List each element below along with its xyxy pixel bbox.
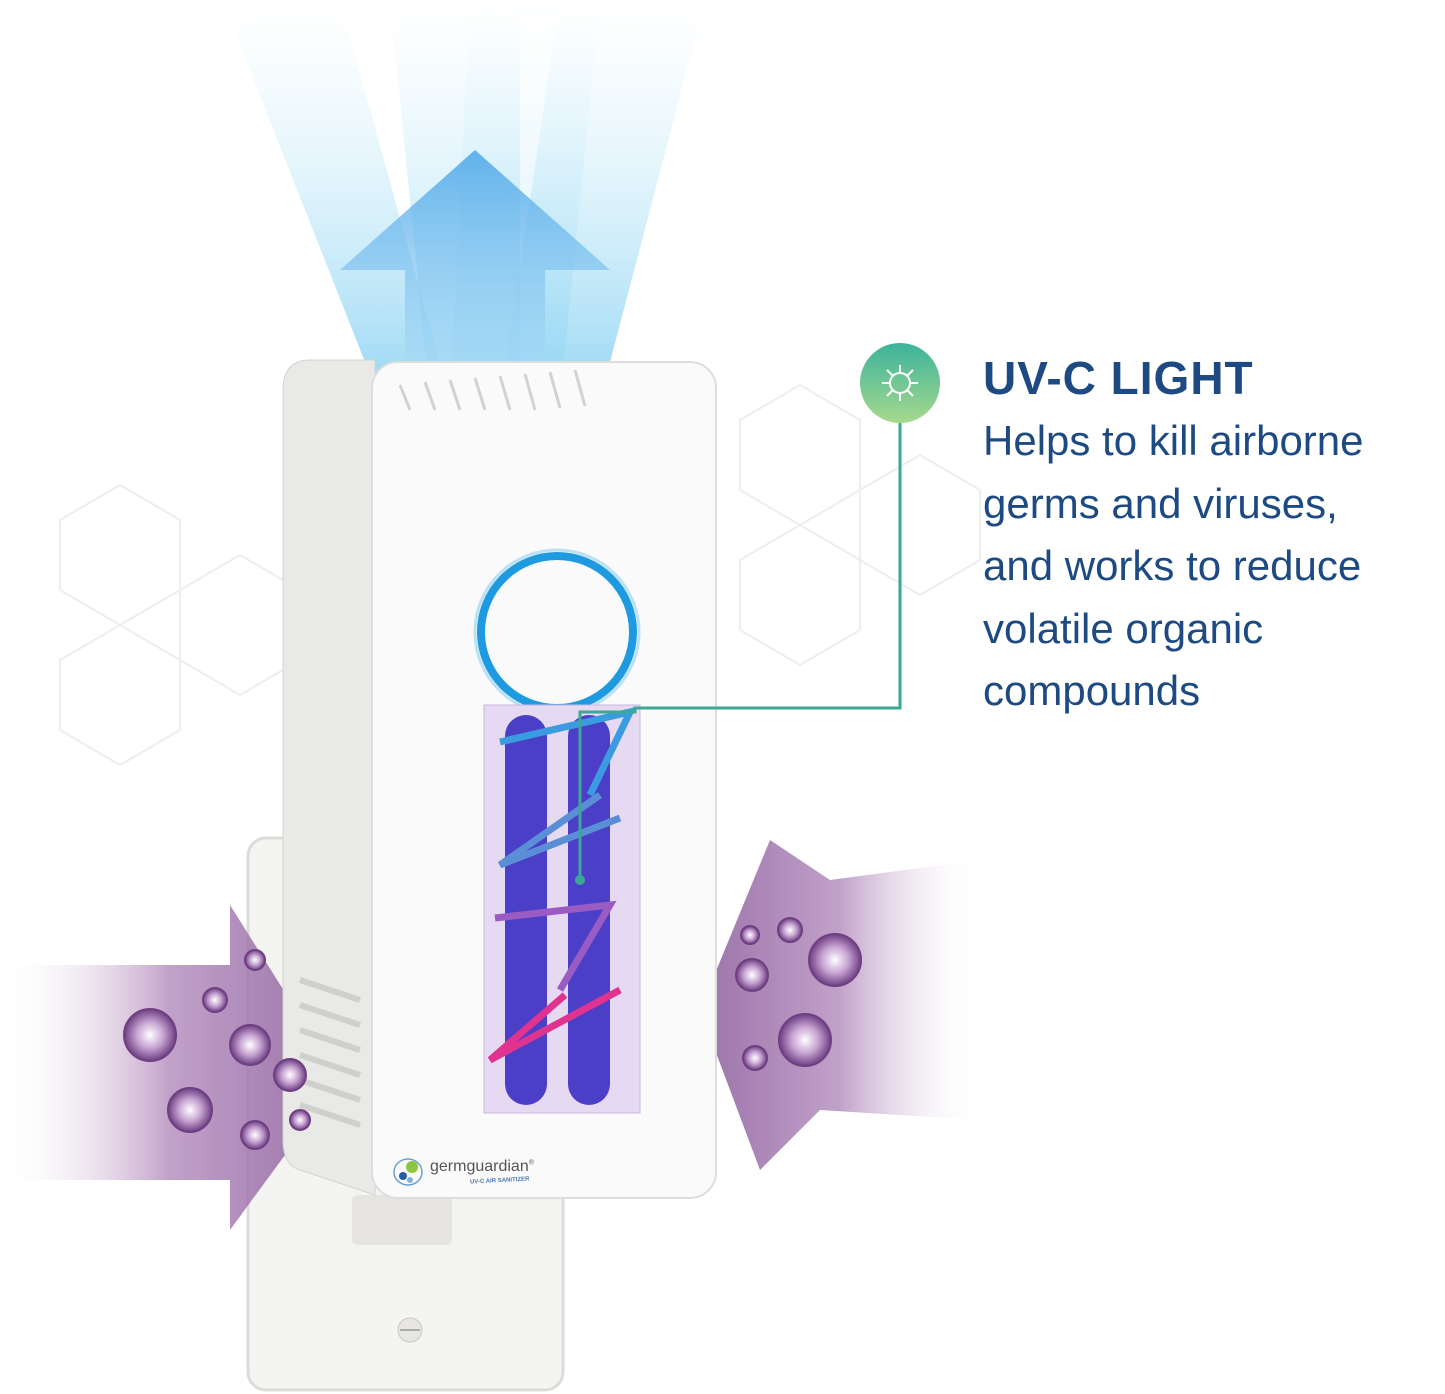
side-vents: [299, 977, 361, 1128]
top-vents: [398, 369, 587, 411]
feature-description-line: Helps to kill airborne: [983, 417, 1364, 464]
feature-description-line: volatile organic: [983, 604, 1264, 652]
hexagon-pattern: [59, 383, 981, 767]
callout-line: [578, 423, 902, 880]
brand-name: germguardian®: [430, 1158, 534, 1175]
feature-description-line: compounds: [983, 667, 1201, 714]
virus-icon: [860, 343, 940, 423]
feature-title: UV-C LIGHT: [983, 352, 1254, 404]
uv-lamp-tube: [505, 715, 547, 1105]
germ-particles: [123, 917, 862, 1150]
device-side: [282, 359, 376, 1196]
air-out-arrow-icon: [340, 150, 610, 400]
air-in-arrow-right: [700, 840, 980, 1170]
feature-description-line: germs and viruses,: [983, 479, 1338, 527]
germguardian-logo-icon: [393, 1158, 423, 1186]
feature-callout: UV-C LIGHT Helps to kill airborne germs …: [983, 350, 1364, 723]
feature-description-line: and works to reduce: [983, 542, 1362, 589]
